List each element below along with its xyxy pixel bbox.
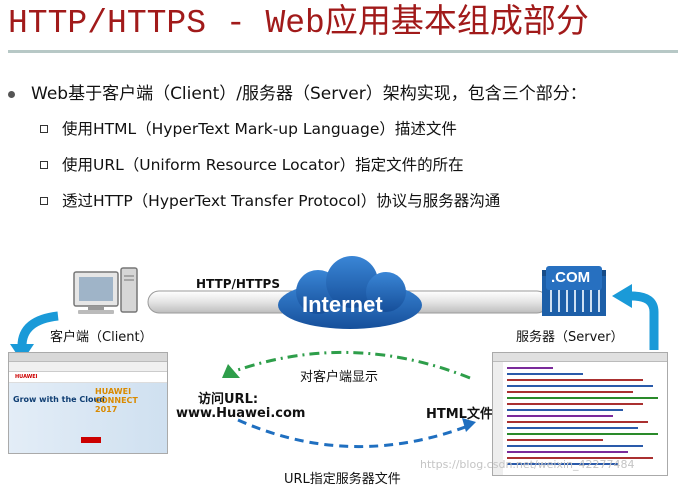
code-lines <box>493 362 658 475</box>
internet-cloud-icon <box>278 256 422 329</box>
display-label: 对客户端显示 <box>300 370 379 385</box>
browser-headline: Grow with the Cloud <box>13 395 105 404</box>
browser-banner: Grow with the Cloud HUAWEI CONNECT 2017 <box>9 383 167 453</box>
client-computer-icon <box>73 267 138 314</box>
request-arrow <box>237 418 476 449</box>
browser-event: HUAWEI CONNECT 2017 <box>95 387 138 414</box>
list-item: 使用URL（Uniform Resource Locator）指定文件的所在 <box>40 154 464 176</box>
html-code-screenshot <box>492 352 668 476</box>
list-item-text: 使用URL（Uniform Resource Locator）指定文件的所在 <box>62 156 464 174</box>
client-label: 客户端（Client） <box>50 330 153 345</box>
browser-brand: HUAWEI <box>9 372 167 383</box>
list-item-text: 使用HTML（HyperText Mark-up Language）描述文件 <box>62 120 457 138</box>
server-up-arrow-icon <box>612 284 659 350</box>
list-item: 透过HTTP（HyperText Transfer Protocol）协议与服务… <box>40 190 500 212</box>
watermark: https://blog.csdn.net/weixin_42277484 <box>420 458 635 471</box>
server-badge-label: .COM <box>551 269 591 286</box>
square-bullet-icon <box>40 160 48 169</box>
bullet-dot-icon <box>8 90 15 98</box>
page-title: HTTP/HTTPS - Web应用基本组成部分 <box>8 5 589 42</box>
protocol-label: HTTP/HTTPS <box>196 277 280 291</box>
intro-text: Web基于客户端（Client）/服务器（Server）架构实现，包含三个部分： <box>31 84 587 104</box>
browser-screenshot: HUAWEI Grow with the Cloud HUAWEI CONNEC… <box>8 352 168 454</box>
html-file-label: HTML文件 <box>426 407 493 422</box>
browser-addressbar <box>9 362 167 372</box>
visit-label: 访问URL: <box>198 392 259 407</box>
url-file-label: URL指定服务器文件 <box>284 472 401 487</box>
browser-tabbar <box>9 353 167 362</box>
browser-button <box>81 437 101 443</box>
square-bullet-icon <box>40 124 48 133</box>
server-icon <box>542 266 606 316</box>
server-label: 服务器（Server） <box>516 330 624 345</box>
intro-bullet: Web基于客户端（Client）/服务器（Server）架构实现，包含三个部分： <box>8 82 587 106</box>
list-item-text: 透过HTTP（HyperText Transfer Protocol）协议与服务… <box>62 192 501 210</box>
square-bullet-icon <box>40 196 48 205</box>
internet-label: Internet <box>302 292 383 317</box>
title-divider <box>8 50 678 53</box>
display-arrow <box>222 350 471 380</box>
visit-url: www.Huawei.com <box>176 406 306 421</box>
list-item: 使用HTML（HyperText Mark-up Language）描述文件 <box>40 118 457 140</box>
editor-titlebar <box>493 353 667 362</box>
